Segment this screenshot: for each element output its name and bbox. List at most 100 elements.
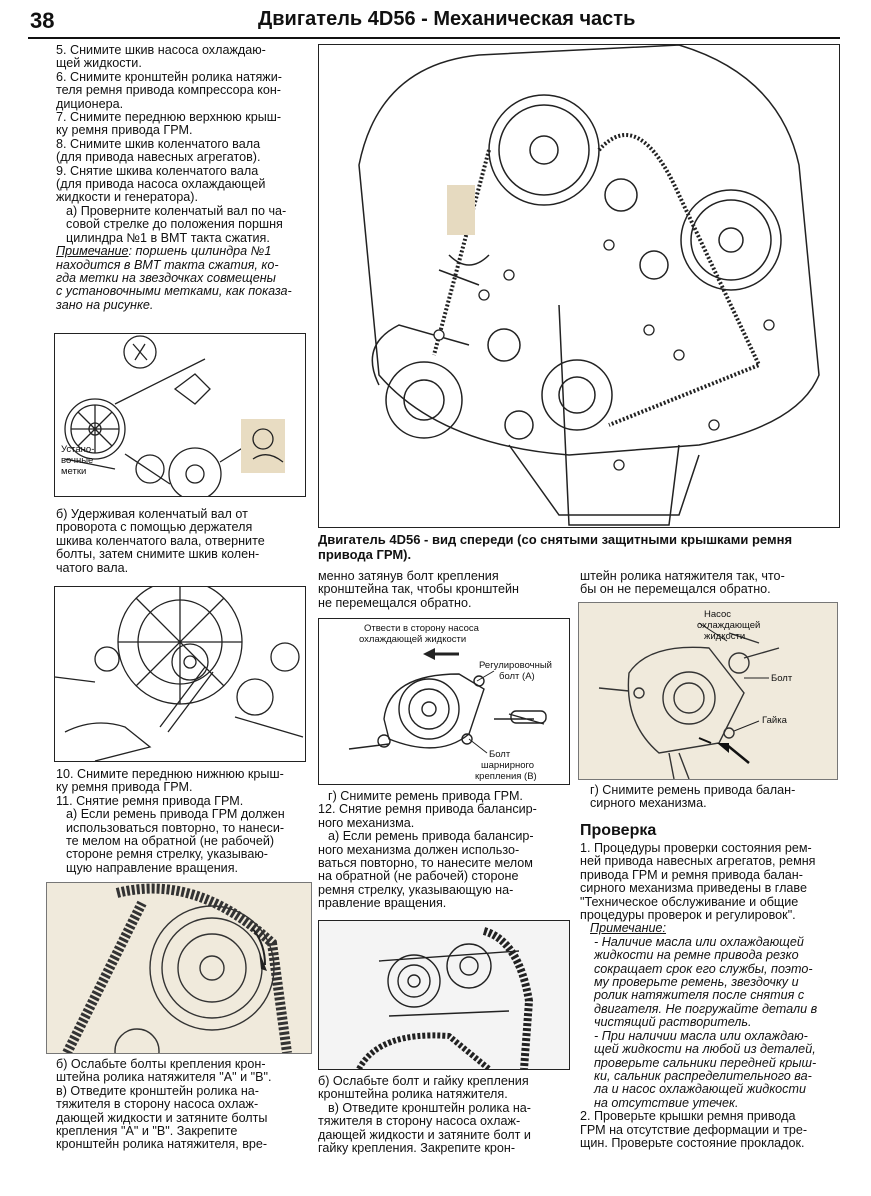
text-line: шкива коленчатого вала, отверните [56,533,265,548]
text-line: стороне ремня стрелку, указываю- [66,847,268,862]
text-line: в) Отведите кронштейн ролика на- [56,1083,259,1098]
figure-pulley-holder [54,586,306,762]
fig-mid-arrow-label: охлаждающей жидкости [359,634,466,645]
note-label: Примечание: [590,921,667,936]
text-line: а) Проверните коленчатый вал по ча- [66,203,287,218]
text-line: не перемещался обратно. [318,595,472,610]
text-line: а) Если ремень привода ГРМ должен [66,807,285,822]
fig-mid-bolt-a-label: болт (А) [499,671,535,682]
column2-top-text: менно затянув болт крепления кронштейна … [318,569,568,610]
text-line: менно затянув болт крепления [318,569,499,583]
figure-timing-marks: Устано- вочные метки [54,333,306,497]
column1-b-text: б) Удерживая коленчатый вал от проворота… [56,507,304,575]
note-line: Примечание: поршень цилиндра №1 [56,244,304,259]
fig1-label-line: Устано- [61,444,94,455]
text-line: 8. Снимите шкив коленчатого вала [56,136,261,151]
text-line: болты, затем снимите шкив колен- [56,547,260,562]
text-line: дающей жидкости и затяните болт и [318,1127,531,1142]
text-line: кронштейна ролика натяжителя. [318,1087,508,1102]
figure-engine-front-view [318,44,840,528]
text-line: 6. Снимите кронштейн ролика натяжи- [56,69,282,84]
note-text: : поршень цилиндра №1 [128,244,272,259]
note-line: му проверьте ремень, звездочку и [594,975,799,990]
text-line: ного механизма. [318,815,415,830]
text-line: б) Ослабьте болты крепления крон- [56,1057,266,1071]
text-line: в) Отведите кронштейн ролика на- [328,1100,531,1115]
text-line: процедуры проверок и регулировок". [580,908,796,923]
text-line: диционера. [56,96,124,111]
text-line: а) Если ремень привода балансир- [328,829,534,844]
text-line: кронштейн ролика натяжителя, вре- [56,1137,268,1152]
fig-mid-bolt-b-label: крепления (В) [475,771,537,782]
text-line: 7. Снимите переднюю верхнюю крыш- [56,110,282,125]
note-line: ролик натяжителя после снятия с [594,988,805,1003]
text-line: ку ремня привода ГРМ. [56,780,193,795]
caption-line: привода ГРМ). [318,547,412,562]
caption-line: Двигатель 4D56 - вид спереди (со снятыми… [318,532,793,547]
text-line: на обратной (не рабочей) стороне [318,869,519,884]
text-line: цилиндра №1 в ВМТ такта сжатия. [66,230,270,245]
text-line: г) Снимите ремень привода балан- [590,783,796,797]
note-line: - Наличие масла или охлаждающей [594,934,804,949]
figure-timing-belt-arrow [46,882,312,1054]
text-line: 9. Снятие шкива коленчатого вала [56,163,259,178]
text-line: дающей жидкости и затяните болты [56,1110,268,1125]
text-line: кронштейна так, чтобы кронштейн [318,582,519,597]
text-line: ку ремня привода ГРМ. [56,123,193,138]
text-line: привода ГРМ и ремня привода балан- [580,867,803,882]
text-line: 5. Снимите шкив насоса охлаждаю- [56,43,266,57]
fig-right-pump-label: Насос [704,609,731,620]
text-line: те мелом на обратной (не рабочей) [66,834,275,849]
column3-top-text: штейн ролика натяжителя так, что- бы он … [580,569,836,597]
text-line: штейна ролика натяжителя "A" и "B". [56,1070,272,1085]
page-number: 38 [30,8,55,33]
fig-right-bolt-label: Болт [771,673,793,684]
text-line: ремня стрелку, указывающую на- [318,882,514,897]
text-line: (для привода насоса охлаждающей [56,177,266,192]
fig-right-nut-label: Гайка [762,715,788,726]
figure-caption: Двигатель 4D56 - вид спереди (со снятыми… [318,532,838,562]
fig1-label-line: метки [61,466,86,477]
fig-right-pump-label: охлаждающей [697,620,760,631]
note-line: - При наличии масла или охлаждаю- [594,1028,808,1043]
note-line: чистящий растворитель. [594,1015,752,1030]
text-line: ного механизма должен использо- [318,842,520,857]
text-line: крепления "A" и "B". Закрепите [56,1124,238,1139]
column3-check-text: 1. Процедуры проверки состояния рем- ней… [580,841,836,1150]
text-line: щую направление вращения. [66,860,239,875]
fig-mid-bolt-b-label: шарнирного [481,760,534,771]
text-line: б) Удерживая коленчатый вал от [56,507,248,521]
note-line: находится в ВМТ такта сжатия, ко- [56,257,279,272]
text-line: чатого вала. [56,560,129,575]
note-line: ла и насос охлаждающей жидкости [594,1082,806,1097]
column2-bottom-text: б) Ослабьте болт и гайку крепления кронш… [318,1074,568,1155]
text-line: тяжителя в сторону насоса охлаж- [318,1114,521,1129]
note-line: гда метки на звездочках совмещены [56,270,276,285]
note-line: проверьте сальники передней крыш- [594,1055,817,1070]
fig-right-pump-label: жидкости [704,631,745,642]
fig-mid-arrow-label: Отвести в сторону насоса [364,623,480,634]
figure-balancer-belt [318,920,570,1070]
text-line: (для привода навесных агрегатов). [56,150,261,165]
note-label: Примечание [56,244,129,259]
text-line: щин. Проверьте состояние прокладок. [580,1135,805,1150]
text-line: проворота с помощью держателя [56,520,253,535]
column1-mid-text: 10. Снимите переднюю нижнюю крыш- ку рем… [56,767,304,875]
note-line: на отсутствие утечек. [594,1095,739,1110]
section-title: Проверка [580,822,657,839]
text-line: тяжителя в сторону насоса охлаж- [56,1097,259,1112]
text-line: жидкости и генератора). [56,190,198,205]
text-line: 12. Снятие ремня привода балансир- [318,802,537,817]
text-line: б) Ослабьте болт и гайку крепления [318,1074,529,1088]
fig-mid-bolt-b-label: Болт [489,749,511,760]
header-rule [28,37,840,39]
text-line: 2. Проверьте крышки ремня привода [580,1109,796,1124]
text-line: щей жидкости. [56,56,142,71]
text-line: ГРМ на отсутствие деформации и тре- [580,1122,808,1137]
text-line: сирного механизма приведены в главе [580,881,807,896]
fig1-label-line: вочные [61,455,93,466]
text-line: ней привода навесных агрегатов, ремня [580,854,816,869]
text-line: использоваться повторно, то нанеси- [66,820,285,835]
text-line: 11. Снятие ремня привода ГРМ. [56,793,244,808]
text-line: 10. Снимите переднюю нижнюю крыш- [56,767,284,781]
